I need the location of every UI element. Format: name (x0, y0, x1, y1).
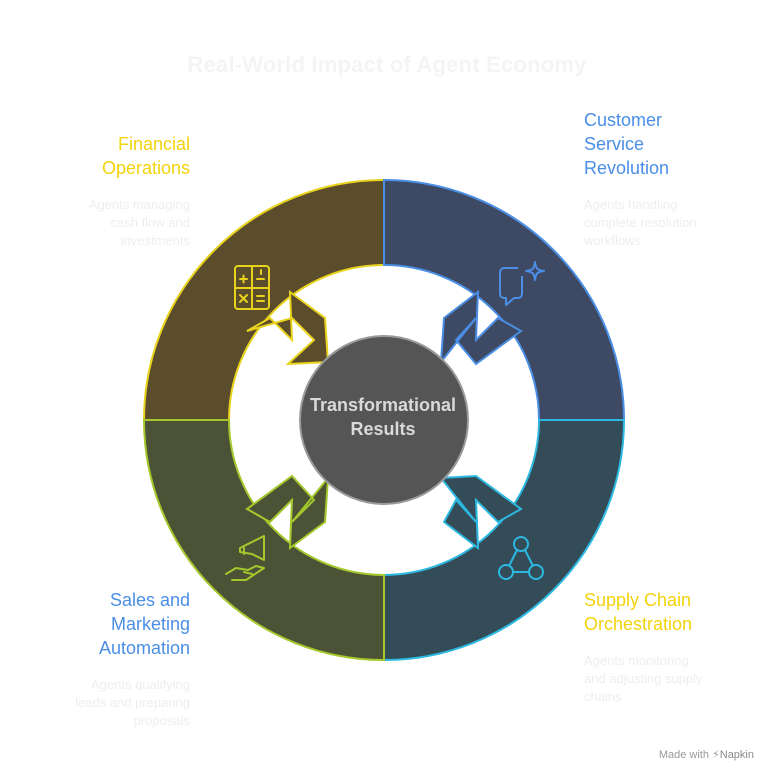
arrow-supply (439, 474, 523, 551)
customer-label-line: Revolution (584, 158, 670, 178)
credit-prefix: Made with (658, 749, 709, 761)
supply-description-line: and adjusting supply (584, 671, 703, 686)
supply-label: Supply Chain Orchestration (584, 588, 754, 636)
segment-customer (383, 178, 626, 421)
supply-label-line: Orchestration (584, 614, 693, 634)
napkin-credit[interactable]: Made with ⚡Napkin (659, 748, 754, 761)
financial-label-line: Financial (117, 134, 190, 154)
customer-label-line: Customer (584, 110, 663, 130)
sales-label-line: Sales and (109, 590, 190, 610)
arrow-customer (439, 289, 523, 366)
sales-label: Sales and Marketing Automation (30, 588, 190, 660)
segment-supply (383, 419, 626, 662)
financial-description-line: investments (120, 233, 190, 248)
sales-description: Agents qualifying leads and preparing pr… (30, 676, 190, 730)
supply-description: Agents monitoring and adjusting supply c… (584, 652, 764, 706)
supply-description-line: chains (584, 689, 622, 704)
sales-label-line: Marketing (110, 614, 190, 634)
customer-description: Agents handling complete resolution work… (584, 196, 764, 250)
customer-label: Customer Service Revolution (584, 108, 754, 180)
megaphone-hand-icon (225, 535, 265, 581)
financial-description: Agents managing cash flow and investment… (40, 196, 190, 250)
sales-label-line: Automation (98, 638, 190, 658)
customer-description-line: complete resolution (584, 215, 697, 230)
supply-label-line: Supply Chain (584, 590, 692, 610)
network-icon (498, 536, 544, 580)
credit-brand: Napkin (719, 749, 754, 761)
financial-label-line: Operations (101, 158, 190, 178)
sales-description-line: proposals (133, 713, 190, 728)
center-label: Transformational Results (298, 393, 468, 441)
financial-description-line: Agents managing (88, 197, 190, 212)
center-circle (299, 335, 469, 505)
customer-label-line: Service (584, 134, 645, 154)
arrow-financial (246, 289, 330, 366)
center-label-line1: Transformational (309, 395, 457, 415)
chat-sparkle-icon (499, 261, 545, 306)
sales-description-line: Agents qualifying (90, 677, 190, 692)
customer-description-line: Agents handling (584, 197, 678, 212)
financial-description-line: cash flow and (110, 215, 191, 230)
center-label-line2: Results (350, 419, 416, 439)
customer-description-line: workflows (584, 233, 642, 248)
financial-label: Financial Operations (40, 132, 190, 180)
calculator-icon (234, 265, 270, 310)
diagram-title: Real-World Impact of Agent Economy (187, 52, 587, 77)
supply-description-line: Agents monitoring (584, 653, 689, 668)
sales-description-line: leads and preparing (75, 695, 190, 710)
arrow-sales (245, 474, 330, 551)
napkin-logo-icon: ⚡ (712, 749, 720, 761)
